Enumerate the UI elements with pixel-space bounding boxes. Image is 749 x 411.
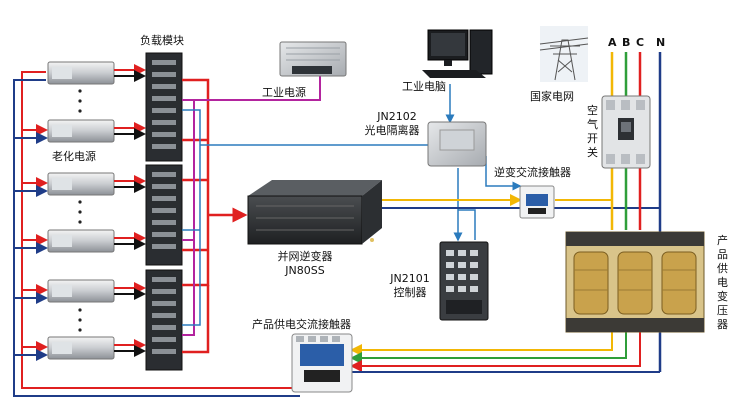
state-grid-label: 国家电网 bbox=[530, 90, 574, 103]
industrial-pc-label: 工业电脑 bbox=[402, 80, 446, 93]
phase-b-label: B bbox=[622, 36, 631, 49]
load-modules bbox=[145, 52, 183, 371]
controller bbox=[439, 241, 489, 321]
aging-power-label: 老化电源 bbox=[52, 150, 96, 163]
psu-unit bbox=[47, 172, 115, 196]
industrial-power-supply bbox=[279, 41, 347, 77]
load-module bbox=[145, 164, 183, 266]
photoelectric-isolator bbox=[427, 121, 487, 167]
ellipsis-dots bbox=[78, 89, 82, 332]
inverter-name-label: 并网逆变器 bbox=[277, 250, 333, 263]
controller-name-label: 控制器 bbox=[393, 286, 427, 299]
psu-unit bbox=[47, 336, 115, 360]
isolator-model-label: JN2102 bbox=[377, 110, 417, 123]
product-ac-contactor bbox=[291, 333, 353, 393]
phase-n-label: N bbox=[656, 36, 666, 49]
transformer-label: 产品供电变压器 bbox=[717, 234, 728, 331]
grid-tie-inverter bbox=[247, 180, 382, 245]
grid-phase-lines bbox=[290, 52, 662, 397]
load-module bbox=[145, 52, 183, 162]
load-module bbox=[145, 269, 183, 371]
load-output-bus bbox=[182, 75, 321, 354]
load-module-label: 负载模块 bbox=[140, 34, 184, 47]
inverter-contactor-label: 逆变交流接触器 bbox=[494, 166, 571, 179]
psu-unit bbox=[47, 61, 115, 85]
industrial-power-label: 工业电源 bbox=[262, 86, 306, 99]
controller-model-label: JN2101 bbox=[390, 272, 430, 285]
state-grid-tower bbox=[539, 26, 589, 82]
phase-a-label: A bbox=[608, 36, 617, 49]
transformer bbox=[565, 231, 705, 333]
psu-unit bbox=[47, 229, 115, 253]
inverter-model-label: JN80SS bbox=[285, 264, 325, 277]
psu-output-lines bbox=[114, 64, 146, 357]
air-switch-label: 空气开关 bbox=[587, 104, 598, 159]
inverter-ac-contactor bbox=[519, 185, 555, 219]
aging-power-supplies bbox=[47, 61, 115, 360]
psu-unit bbox=[47, 119, 115, 143]
industrial-pc bbox=[422, 29, 493, 78]
air-switch bbox=[601, 95, 651, 169]
isolator-name-label: 光电隔离器 bbox=[364, 124, 420, 137]
left-bus-lines bbox=[13, 71, 300, 397]
psu-unit bbox=[47, 279, 115, 303]
comm-lines bbox=[182, 84, 660, 326]
phase-c-label: C bbox=[636, 36, 645, 49]
product-contactor-label: 产品供电交流接触器 bbox=[252, 318, 351, 331]
